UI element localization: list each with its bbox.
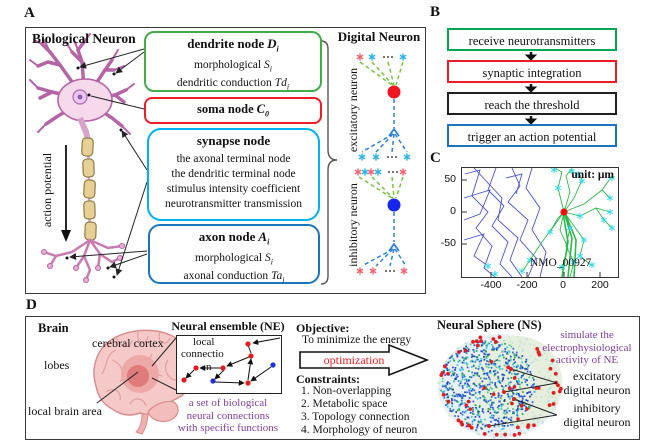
constraint-1: 1. Non-overlapping — [301, 385, 392, 397]
xtick-0: 0 — [560, 279, 566, 291]
synapse-node-box: synapse node the axonal terminal node th… — [147, 128, 320, 221]
xtick-200: 200 — [591, 279, 609, 291]
morphology-traces — [462, 168, 616, 277]
flow-step-integration: synaptic integration — [447, 60, 617, 83]
objective-heading: Objective: — [296, 321, 350, 335]
ne-inner-label-3: n — [206, 361, 212, 373]
constraint-3: 3. Topology connection — [301, 411, 410, 423]
unit-note: unit: μm — [571, 169, 614, 181]
soma-marker — [560, 208, 568, 216]
ytick-neg50: -50 — [440, 237, 456, 249]
flow-step-receive: receive neurotransmitters — [447, 28, 617, 51]
ytick-50: 50 — [444, 173, 456, 185]
ne-inner-label-1: local — [193, 336, 215, 348]
specimen-id: NMO_00927 — [530, 257, 592, 269]
objective-text: To minimize the energy — [302, 334, 412, 346]
ne-edges — [185, 337, 281, 386]
inhibitory-digital-neuron-label: inhibitory digital neuron — [563, 401, 631, 429]
xtick-neg200: -200 — [516, 279, 538, 291]
neural-ensemble-title: Neural ensemble (NE) — [171, 319, 285, 333]
constraint-4: 4. Morphology of neuron — [301, 424, 418, 436]
ns-caption: simulate the electrophysiological activi… — [542, 329, 632, 366]
ytick-0: 0 — [450, 205, 456, 217]
digital-neuron-title: Digital Neuron — [337, 29, 421, 44]
flow-step-threshold: reach the threshold — [447, 92, 617, 115]
excitatory-neuron-label: excitatory neuron — [346, 67, 360, 153]
optimization-label: optimization — [323, 353, 385, 367]
neural-sphere-title: Neural Sphere (NS) — [437, 318, 542, 332]
panel-d-letter: D — [26, 297, 37, 313]
morphology-plot — [461, 167, 619, 278]
neural-ensemble-box: local connectio n — [176, 335, 282, 394]
panel-c-letter: C — [430, 150, 441, 166]
xtick-neg400: -400 — [480, 279, 502, 291]
synapse-node-title: synapse node — [196, 133, 271, 148]
brain-title: Brain — [38, 321, 69, 335]
neural-ensemble-graph — [181, 337, 281, 386]
synapse-node-lines: the axonal terminal node the dendritic t… — [164, 153, 303, 210]
action-potential-label: action potential — [40, 152, 54, 228]
biological-neuron-title: Biological Neuron — [32, 31, 136, 46]
flow-step-action-potential: trigger an action potential — [447, 124, 617, 147]
inhibitory-neuron-label: inhibitory neuron — [346, 183, 360, 267]
ne-caption: a set of biological neural connections w… — [177, 397, 279, 434]
constraint-2: 2. Metabolic space — [301, 398, 388, 410]
excitatory-digital-neuron-label: excitatory digital neuron — [563, 369, 631, 397]
ne-inner-label-2: connectio — [181, 348, 224, 360]
local-area-core — [127, 365, 149, 387]
axis-ticks-marks — [462, 179, 601, 277]
ne-nodes — [181, 341, 276, 386]
local-brain-area-label: local brain area — [28, 404, 102, 418]
cerebral-cortex-label: cerebral cortex — [92, 336, 164, 350]
panel-a-letter: A — [24, 5, 35, 21]
lobes-label: lobes — [44, 358, 70, 372]
panel-b-letter: B — [430, 4, 441, 20]
